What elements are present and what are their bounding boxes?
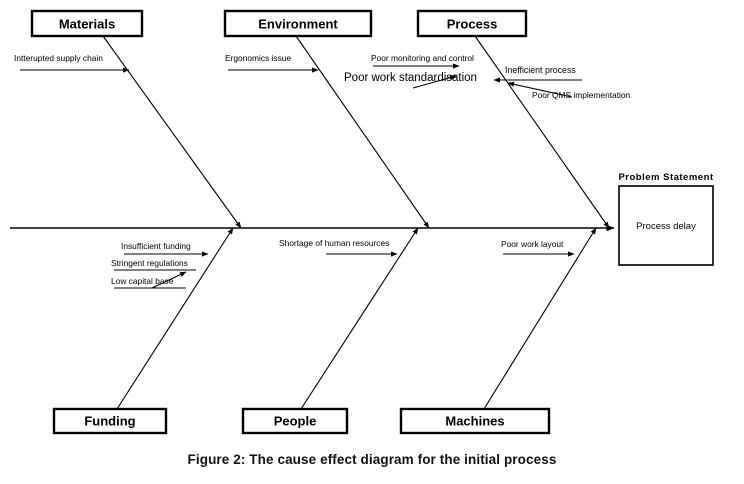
category-box-machines[interactable] [399, 407, 551, 435]
figure-caption: Figure 2: The cause effect diagram for t… [187, 452, 557, 467]
fishbone-diagram: Materials Intterupted supply chain Envir… [10, 9, 714, 435]
bottom-branches: Funding Insufficient funding Stringent r… [52, 227, 597, 435]
branch-process[interactable]: Process Poor monitoring and control Poor… [344, 9, 631, 229]
branch-line-environment [295, 35, 430, 229]
cause-label-process-1: Poor work standardisation [344, 72, 477, 84]
cause-label-people-0: Shortage of human resources [279, 238, 389, 248]
branch-people[interactable]: People Shortage of human resources [241, 227, 419, 435]
branch-line-process [474, 35, 610, 229]
cause-label-process-3: Poor QMS implementation [532, 90, 631, 100]
branch-funding[interactable]: Funding Insufficient funding Stringent r… [52, 227, 234, 435]
cause-label-funding-2: Low capital base [111, 276, 174, 286]
cause-arrow-process-1 [412, 75, 457, 89]
category-label-environment: Environment [258, 16, 338, 31]
category-label-people: People [274, 413, 317, 428]
problem-statement-text: Process delay [636, 221, 696, 232]
branch-line-machines [483, 227, 597, 410]
branch-environment[interactable]: Environment Ergonomics issue [223, 9, 430, 229]
top-branches: Materials Intterupted supply chain Envir… [14, 9, 631, 229]
category-label-process: Process [447, 16, 498, 31]
branch-line-materials [102, 35, 242, 229]
category-label-materials: Materials [59, 16, 115, 31]
branch-line-funding [116, 227, 234, 410]
branch-materials[interactable]: Materials Intterupted supply chain [14, 9, 242, 229]
category-box-environment[interactable] [223, 9, 373, 38]
category-box-funding[interactable] [52, 407, 168, 435]
problem-statement-box[interactable] [618, 185, 714, 266]
category-label-funding: Funding [84, 413, 135, 428]
category-box-people[interactable] [241, 407, 349, 435]
cause-label-funding-1: Stringent regulations [111, 258, 188, 268]
branch-line-people [300, 227, 419, 410]
cause-label-machines-0: Poor work layout [501, 239, 564, 249]
cause-label-materials-0: Intterupted supply chain [14, 53, 103, 63]
cause-label-funding-0: Insufficient funding [121, 241, 191, 251]
cause-label-environment-0: Ergonomics issue [225, 53, 291, 63]
problem-statement-group[interactable]: Problem Statement Process delay [618, 172, 714, 266]
category-box-process[interactable] [416, 9, 528, 38]
branch-machines[interactable]: Machines Poor work layout [399, 227, 597, 435]
cause-arrow-funding-2-hook [151, 271, 187, 289]
cause-label-process-0: Poor monitoring and control [371, 53, 474, 63]
cause-label-process-2: Inefficient process [505, 65, 576, 75]
problem-statement-title: Problem Statement [618, 172, 713, 183]
category-box-materials[interactable] [30, 9, 144, 38]
cause-arrow-process-3 [507, 81, 573, 98]
category-label-machines: Machines [445, 413, 504, 428]
